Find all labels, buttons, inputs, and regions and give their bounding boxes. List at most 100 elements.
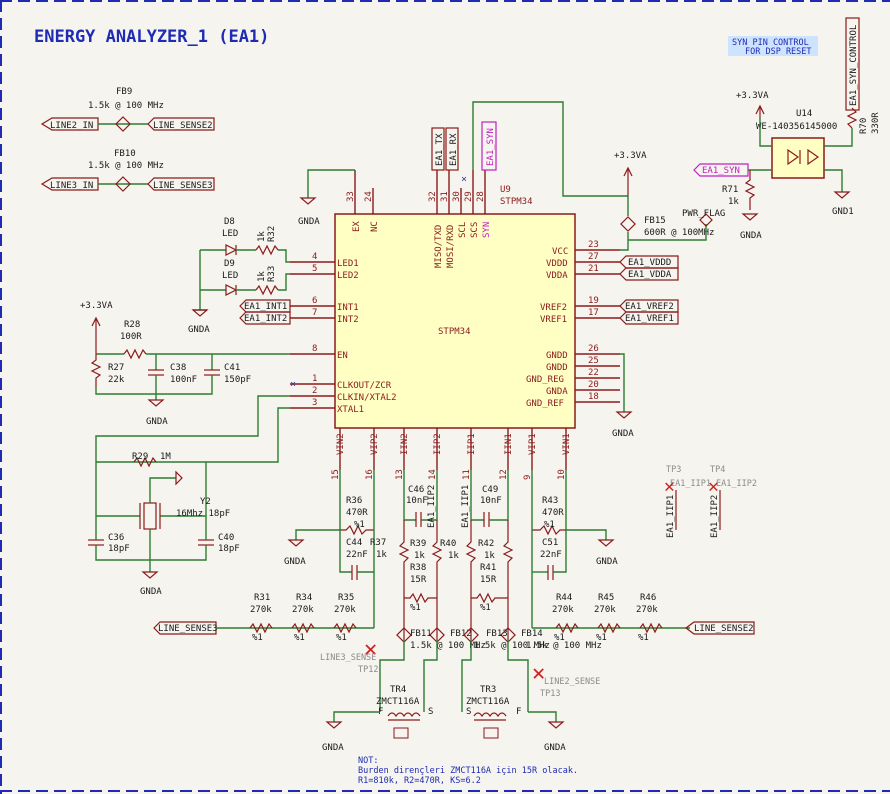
net-label-syn[interactable]: [481, 121, 497, 171]
ic-center-label: STPM34: [438, 327, 471, 337]
pin-num: 14: [428, 469, 438, 480]
svg-text:EA1_SYN_CONTROL: EA1_SYN_CONTROL: [849, 25, 859, 106]
net-label-int1[interactable]: [239, 299, 291, 313]
svg-text:EA1_IIP1: EA1_IIP1: [666, 495, 676, 538]
current-channel-2[interactable]: C46 10nF EA1_IIP2 R39 1k R40 1k R38 15R …: [379, 470, 486, 712]
resistor-icon: [532, 524, 566, 536]
svg-text:R41: R41: [480, 563, 496, 573]
u14-optocoupler[interactable]: U14 WE-140356145000 +3.3VA 330R R70 EA1_…: [693, 17, 881, 241]
ferrite-bead-icon: [115, 176, 131, 192]
svg-text:FB9: FB9: [116, 87, 132, 97]
crystal-circuit[interactable]: R29 1M Y2 16Mhz 18pF C36 18pF C40 18pF G…: [88, 395, 290, 597]
svg-text:GNDA: GNDA: [740, 231, 762, 241]
ground-icon: [741, 213, 759, 221]
voltage-channel-2[interactable]: GNDA R36 470R %1 C44 22nF R37 1k LINE_SE…: [153, 470, 387, 675]
svg-text:C46: C46: [408, 485, 424, 495]
net-label-int2[interactable]: [239, 311, 291, 325]
svg-text:1.5k @ 100 MHz: 1.5k @ 100 MHz: [410, 641, 486, 651]
pin-name: IIN1: [504, 433, 514, 455]
svg-text:1k: 1k: [728, 197, 739, 207]
pin-name: INT2: [337, 315, 359, 325]
pin-name: VIN1: [562, 433, 572, 455]
pin-num: 15: [331, 469, 341, 480]
ferrite-bead-icon: [620, 216, 636, 232]
net-label-vref1[interactable]: [619, 311, 679, 325]
transformer-coil-icon: [387, 712, 421, 718]
resistor-icon: [404, 592, 437, 604]
resistor-icon: [255, 284, 279, 296]
svg-text:1.5k @ 100 MHz: 1.5k @ 100 MHz: [474, 641, 550, 651]
svg-text:R35: R35: [338, 593, 354, 603]
pin-num: 32: [428, 191, 438, 202]
svg-text:%1: %1: [544, 520, 555, 530]
resistor-icon: [249, 622, 273, 634]
svg-text:22k: 22k: [108, 375, 125, 385]
voltage-channel-1[interactable]: GNDA R43 470R %1 C51 22nF R44 270k %1 R4…: [521, 470, 755, 699]
svg-text:TR4: TR4: [390, 685, 406, 695]
svg-text:FB11: FB11: [410, 629, 432, 639]
ic-top-pins: 33 EX 24 NC 32 MISO/TXD 31 MOSI/RXD 30 S…: [346, 191, 492, 268]
pin-name: GNDA: [546, 387, 568, 397]
svg-text:R44: R44: [556, 593, 572, 603]
transformer-tr3[interactable]: TR3 ZMCT116A S F GNDA: [466, 685, 566, 753]
resistor-icon: [333, 622, 357, 634]
resistor-icon: [398, 520, 410, 640]
svg-text:270k: 270k: [334, 605, 356, 615]
pin-num: 22: [588, 368, 599, 378]
pin-name: VIP2: [370, 433, 380, 455]
transformer-tr4[interactable]: TR4 ZMCT116A F S GNDA: [322, 685, 433, 753]
ferrite-bead-icon: [463, 627, 479, 643]
svg-text:TP4: TP4: [710, 465, 725, 475]
svg-text:Burden dirençleri ZMCT116A içi: Burden dirençleri ZMCT116A için 15R olac…: [358, 766, 578, 776]
ground-icon: [597, 539, 615, 547]
pin-num: 13: [395, 469, 405, 480]
ground-icon: [147, 399, 165, 407]
svg-text:100R: 100R: [120, 332, 142, 342]
ferrite-bead-icon: [500, 627, 516, 643]
svg-text:FB15: FB15: [644, 216, 666, 226]
no-connect-icon: ×: [290, 379, 296, 390]
fb9-block[interactable]: LINE2_IN FB9 1.5k @ 100 MHz LINE_SENSE2: [40, 87, 215, 132]
no-fit-x-icon: ✕: [532, 661, 545, 686]
svg-text:R38: R38: [410, 563, 426, 573]
svg-text:GNDA: GNDA: [298, 217, 320, 227]
net-label-tx[interactable]: [431, 127, 445, 171]
resistor-icon: [846, 107, 858, 129]
svg-text:%1: %1: [336, 633, 347, 643]
pin-name: CLKOUT/ZCR: [337, 381, 392, 391]
tp3-tp4[interactable]: TP3 TP4 EA1_IIP1 EA1_IIP2 ✕ ✕ EA1_IIP1 E…: [664, 465, 757, 538]
svg-text:EA1_IIP1: EA1_IIP1: [670, 479, 711, 489]
pin-name: VIP1: [528, 433, 538, 455]
net-label-vref2[interactable]: [619, 299, 679, 313]
net-label-vddd[interactable]: [619, 255, 679, 269]
led-block[interactable]: D8 LED D9 LED 1k R32 1k R33 GNDA: [188, 217, 290, 335]
resistor-icon: [744, 170, 756, 210]
pin-name: GNDD: [546, 363, 568, 373]
pin-name: EN: [337, 351, 348, 361]
svg-text:R32: R32: [267, 226, 277, 242]
crystal-icon: [143, 502, 157, 530]
resistor-icon: [90, 354, 102, 388]
pin-name: VREF1: [540, 315, 567, 325]
ic-body[interactable]: [334, 213, 576, 429]
svg-text:R70: R70: [859, 118, 869, 134]
current-channel-1[interactable]: C49 10nF EA1_IIP1 R42 1k R41 15R %1 FB13…: [461, 470, 550, 712]
pin-name: LED2: [337, 271, 359, 281]
pin-num: 19: [588, 296, 599, 306]
svg-text:+3.3VA: +3.3VA: [80, 301, 113, 311]
pin-num: 2: [312, 386, 317, 396]
svg-text:EA1_IIP2: EA1_IIP2: [427, 485, 437, 528]
svg-text:+3.3VA: +3.3VA: [736, 91, 769, 101]
en-circuit[interactable]: +3.3VA R28 100R R27 22k C38 100nF C41 15…: [80, 301, 290, 427]
svg-text:LINE_SENSE3: LINE_SENSE3: [158, 624, 218, 634]
fb10-block[interactable]: LINE3_IN FB10 1.5k @ 100 MHz LINE_SENSE3: [40, 149, 215, 192]
net-label-vdda[interactable]: [619, 267, 679, 281]
svg-text:R71: R71: [722, 185, 738, 195]
design-note: NOT: Burden dirençleri ZMCT116A için 15R…: [358, 756, 578, 786]
svg-text:R31: R31: [254, 593, 270, 603]
net-label-rx[interactable]: [445, 127, 459, 171]
pin-num: 1: [312, 374, 317, 384]
svg-text:%1: %1: [596, 633, 607, 643]
svg-text:F: F: [516, 707, 521, 717]
vcc-supply[interactable]: +3.3VA FB15 600R @ 100MHz PWR_FLAG: [472, 101, 725, 251]
